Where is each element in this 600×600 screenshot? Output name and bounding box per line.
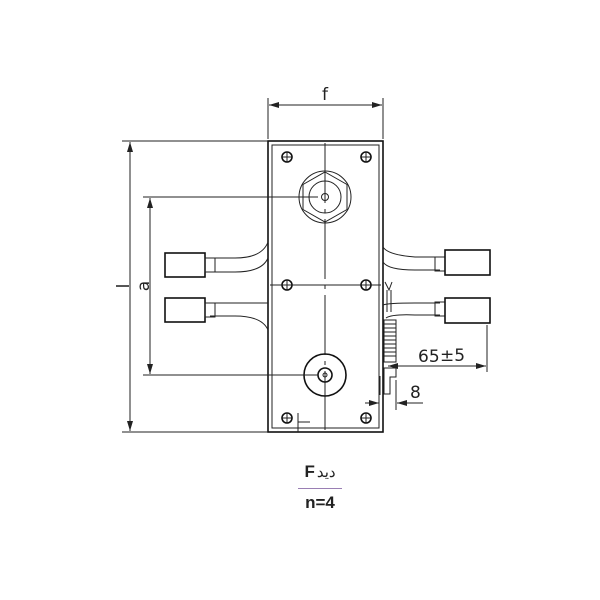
dimension-a: a [134, 196, 318, 376]
dimension-65-tolerance: ±5 [440, 346, 465, 366]
view-letter: F [304, 462, 315, 481]
right-terminals [382, 246, 491, 324]
dimension-l-label: l [114, 284, 134, 289]
dimension-f: f [267, 85, 384, 139]
dimension-65-value: 65 [418, 347, 440, 367]
dimension-65: 65 ±5 [388, 325, 488, 372]
dimension-f-label: f [322, 85, 329, 105]
dimension-a-label: a [134, 281, 154, 291]
ground-symbol-icon [297, 413, 310, 432]
dimension-8: 8 [365, 380, 423, 410]
view-word: دید [316, 464, 336, 481]
dimension-8-value: 8 [410, 383, 421, 403]
quantity-label: n=4 [305, 493, 335, 512]
left-terminals [164, 241, 269, 331]
dimension-l: l [114, 140, 268, 433]
caption-divider [298, 488, 342, 489]
